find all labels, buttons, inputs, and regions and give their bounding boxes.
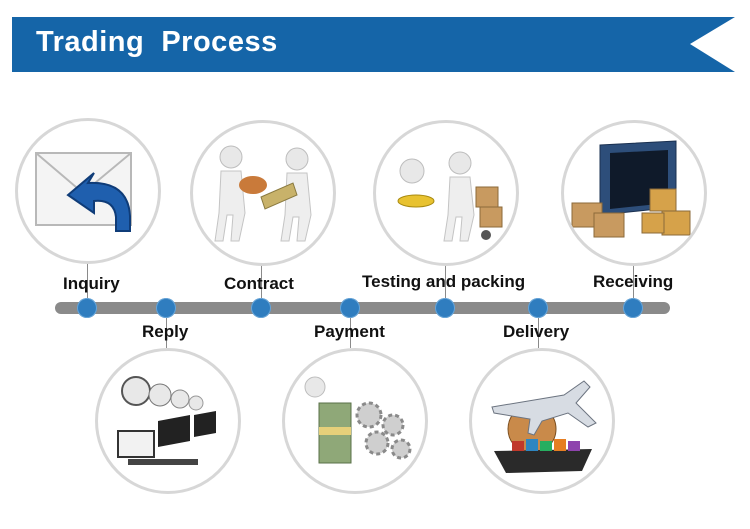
title-banner: Trading Process: [0, 0, 750, 80]
step-receiving-image: [561, 120, 707, 266]
label-testing-and-packing: Testing and packing: [362, 272, 526, 291]
timeline-bar: [55, 302, 670, 314]
dot-reply: [156, 298, 176, 318]
label-reply: Reply: [142, 322, 189, 341]
label-receiving: Receiving: [593, 272, 674, 291]
label-inquiry: Inquiry: [63, 274, 120, 293]
stem-payment: [350, 318, 351, 348]
dot-inquiry: [77, 298, 97, 318]
dot-testing: [435, 298, 455, 318]
step-reply-image: [95, 348, 241, 494]
step-payment-image: [282, 348, 428, 494]
stem-reply: [166, 318, 167, 348]
stem-delivery: [538, 318, 539, 348]
hand-truck-icon: [397, 151, 503, 242]
stem-inquiry: [87, 260, 88, 300]
handshake-contract-icon: [214, 145, 312, 242]
step-delivery-image: [469, 348, 615, 494]
call-center-icon: [117, 376, 216, 465]
envelope-icon: [35, 152, 132, 232]
step-inquiry-image: [15, 118, 161, 264]
step-contract-image: [190, 120, 336, 266]
label-delivery: Delivery: [503, 322, 570, 341]
money-gears-icon: [304, 376, 412, 464]
stem-testing: [445, 262, 446, 300]
dot-payment: [340, 298, 360, 318]
label-payment: Payment: [314, 322, 385, 341]
dot-delivery: [528, 298, 548, 318]
label-contract: Contract: [224, 274, 294, 293]
step-testing-image: [373, 120, 519, 266]
dot-contract: [251, 298, 271, 318]
stem-contract: [261, 262, 262, 300]
container-boxes-icon: [571, 140, 691, 238]
page-title: Trading Process: [36, 26, 278, 58]
dot-receiving: [623, 298, 643, 318]
airplane-ship-icon: [491, 380, 597, 473]
stem-receiving: [633, 262, 634, 300]
